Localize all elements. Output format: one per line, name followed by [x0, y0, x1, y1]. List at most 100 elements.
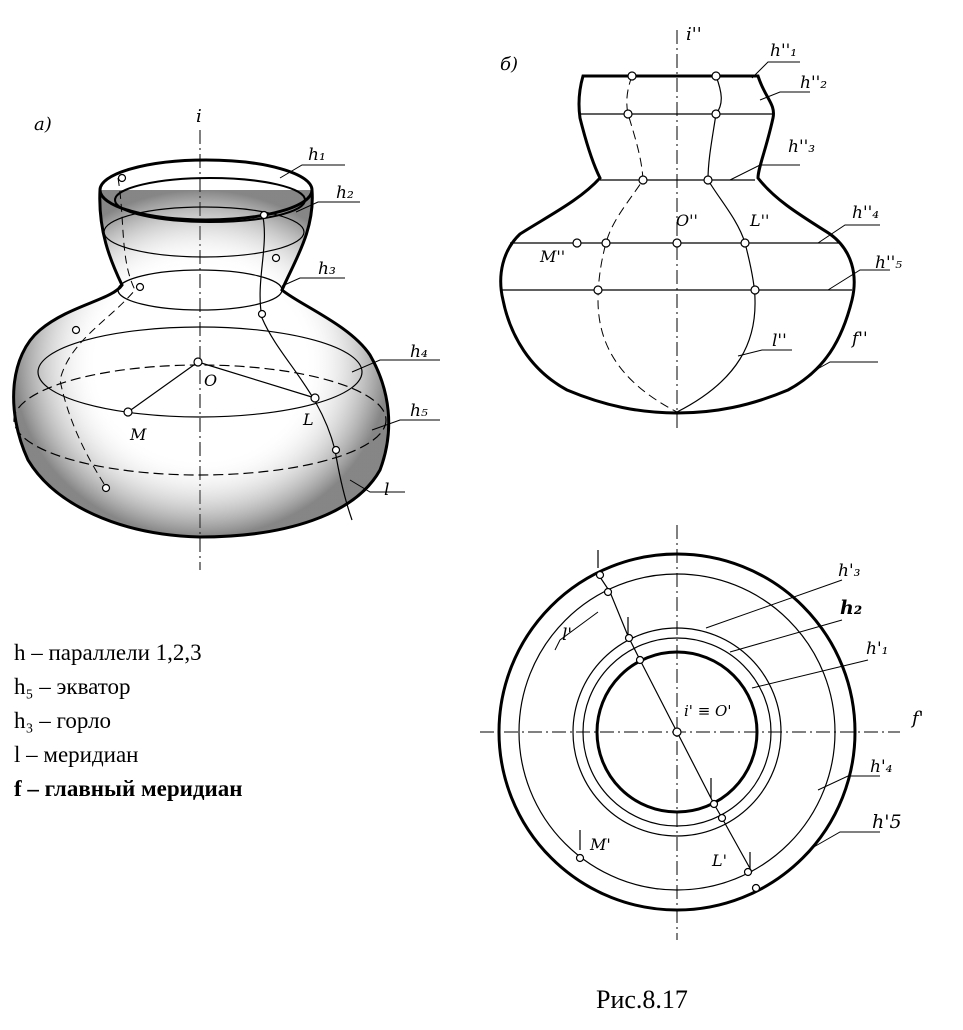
top-leader-h5	[811, 831, 880, 849]
label-h3-a: h₃	[318, 259, 336, 279]
parallel-h1-a	[98, 158, 314, 222]
front-pt-2	[711, 71, 721, 81]
leader-h2-a	[295, 201, 360, 213]
top-label-f: f'	[910, 708, 924, 729]
panel-a-tag: а)	[34, 114, 52, 135]
top-label-m: M'	[589, 835, 611, 854]
top-pt-2	[603, 587, 613, 597]
top-leader-h4	[817, 775, 880, 791]
front-label-meridian: l''	[772, 331, 787, 351]
top-h2	[572, 627, 782, 837]
front-leader-h3	[729, 164, 800, 181]
front-pt-m	[572, 238, 582, 248]
front-pt-6	[703, 175, 713, 185]
point-h3b-a	[257, 309, 267, 319]
figure-caption: Рис.8.17	[596, 985, 688, 1014]
top-label-h2: h₂	[840, 597, 862, 619]
point-h2b-a	[271, 253, 281, 263]
front-label-h5: h''₅	[875, 253, 902, 273]
label-h5-a: h₅	[410, 401, 428, 421]
front-silhouette	[499, 74, 856, 415]
front-leader-h4	[817, 224, 880, 244]
top-pt-o	[672, 727, 682, 737]
top-h5-outline	[497, 552, 857, 912]
front-pt-9	[750, 285, 760, 295]
point-h2-a	[259, 210, 269, 220]
radius-om-a	[127, 361, 199, 413]
legend-item-parallels: h – параллели 1,2,3	[14, 640, 202, 665]
leader-l-a	[349, 479, 405, 493]
point-o-a	[193, 357, 203, 367]
front-pt-o	[672, 238, 682, 248]
leader-h3-a	[281, 277, 345, 287]
parallel-h4-a	[37, 326, 363, 418]
legend: h – параллели 1,2,3 h₅ – экватор h₃ – го…	[14, 636, 243, 806]
point-low-a	[101, 483, 111, 493]
front-pt-7	[601, 238, 611, 248]
rim-inner-a	[114, 177, 306, 223]
top-label-l-pt: L'	[711, 851, 727, 870]
leader-h1-a	[279, 164, 345, 179]
top-leader-h2	[729, 619, 843, 653]
label-h4-a: h₄	[410, 342, 428, 362]
top-h4	[518, 573, 836, 891]
top-pt-5	[709, 799, 719, 809]
front-pt-1	[627, 71, 637, 81]
top-label-h5: h'5	[872, 811, 902, 833]
legend-item-equator: h₅ – экватор	[14, 674, 131, 699]
legend-item-main-meridian: f – главный меридиан	[14, 776, 243, 801]
top-leader-h3	[705, 579, 843, 629]
parallel-h5-a	[13, 364, 387, 476]
label-o-a: O	[204, 371, 217, 390]
top-leader-h1	[751, 659, 869, 689]
top-label-h4: h'₄	[870, 757, 893, 777]
label-h1-a: h₁	[308, 145, 326, 165]
front-leader-f	[811, 361, 878, 373]
top-pt-6	[717, 813, 727, 823]
front-label-h2: h''₂	[800, 73, 827, 93]
panel-b-tag: б)	[500, 54, 518, 75]
point-l-a	[310, 393, 320, 403]
top-meridian-l	[597, 573, 753, 873]
point-h4-a	[71, 325, 81, 335]
front-pt-5	[638, 175, 648, 185]
meridian-l-a	[259, 211, 353, 521]
legend-item-meridian: l – меридиан	[14, 742, 139, 767]
top-pt-1	[595, 570, 605, 580]
front-leader-h1	[751, 61, 800, 79]
front-label-h3: h''₃	[788, 137, 815, 157]
front-leader-l	[737, 349, 792, 357]
point-h5-a	[331, 445, 341, 455]
front-axis-label: i''	[686, 24, 702, 45]
top-label-center: i' ≡ O'	[684, 702, 731, 720]
front-leader-h5	[827, 269, 890, 291]
legend-item-throat: h₃ – горло	[14, 708, 112, 733]
front-label-m: M''	[539, 247, 565, 266]
label-meridian-a: l	[384, 480, 389, 500]
front-label-h4: h''₄	[852, 203, 879, 223]
point-m-a	[123, 407, 133, 417]
top-pt-4	[635, 655, 645, 665]
axis-i-a-label: i	[196, 106, 202, 127]
panel-b-top	[480, 525, 900, 940]
top-pt-3	[624, 633, 634, 643]
front-meridian-back	[597, 75, 678, 413]
label-h2-a: h₂	[336, 183, 354, 203]
leader-h4-a	[351, 359, 440, 373]
front-label-f: f''	[850, 329, 868, 349]
top-label-l: l'	[562, 625, 572, 645]
top-label-h1: h'₁	[866, 639, 888, 659]
front-pt-4	[711, 109, 721, 119]
top-leader-l	[554, 611, 599, 651]
panel-b-front-labels: б) i'' h''₁ h''₂ h''₃ h''₄ h''₅ O'' M'' …	[500, 24, 902, 351]
parallel-h2-a	[103, 206, 305, 258]
panel-a-labels: а) i h₁ h₂ h₃ h₄ h₅ O M L l	[34, 106, 428, 500]
front-leader-h2	[759, 91, 810, 101]
label-l-a: L	[302, 410, 314, 429]
front-label-l: L''	[749, 211, 769, 230]
front-pt-8	[593, 285, 603, 295]
panel-a-vase	[12, 130, 440, 570]
point-rim-a	[117, 173, 127, 183]
parallel-h3-a	[117, 269, 283, 311]
